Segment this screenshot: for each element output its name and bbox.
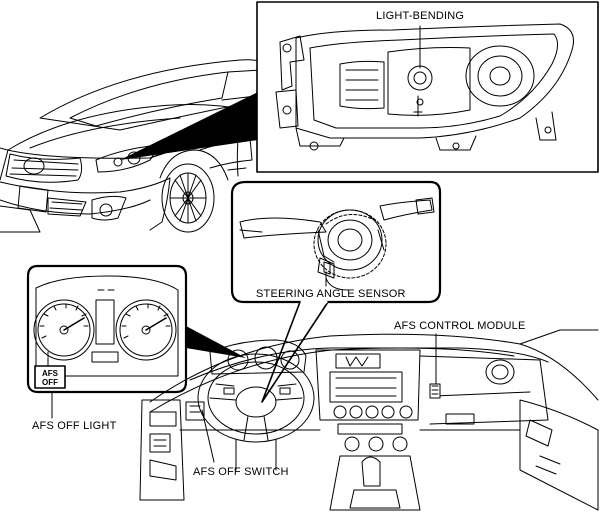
cluster-callout-pointer — [186, 326, 246, 358]
afs-off-lamp-line2: OFF — [42, 378, 58, 387]
steering-angle-sensor-label: STEERING ANGLE SENSOR — [256, 288, 406, 300]
dashboard-illustration — [139, 329, 599, 511]
cluster-detail-panel — [26, 264, 188, 419]
afs-control-module-label: AFS CONTROL MODULE — [394, 320, 526, 332]
afs-off-lamp-line1: AFS — [42, 369, 59, 378]
headlamp-callout-pointer — [120, 92, 258, 160]
headlamp-detail-panel — [256, 1, 599, 173]
afs-off-light-label: AFS OFF LIGHT — [32, 420, 117, 432]
light-bending-label: LIGHT-BENDING — [376, 10, 465, 22]
afs-off-switch-label: AFS OFF SWITCH — [193, 466, 289, 478]
steering-sensor-panel — [230, 180, 442, 304]
